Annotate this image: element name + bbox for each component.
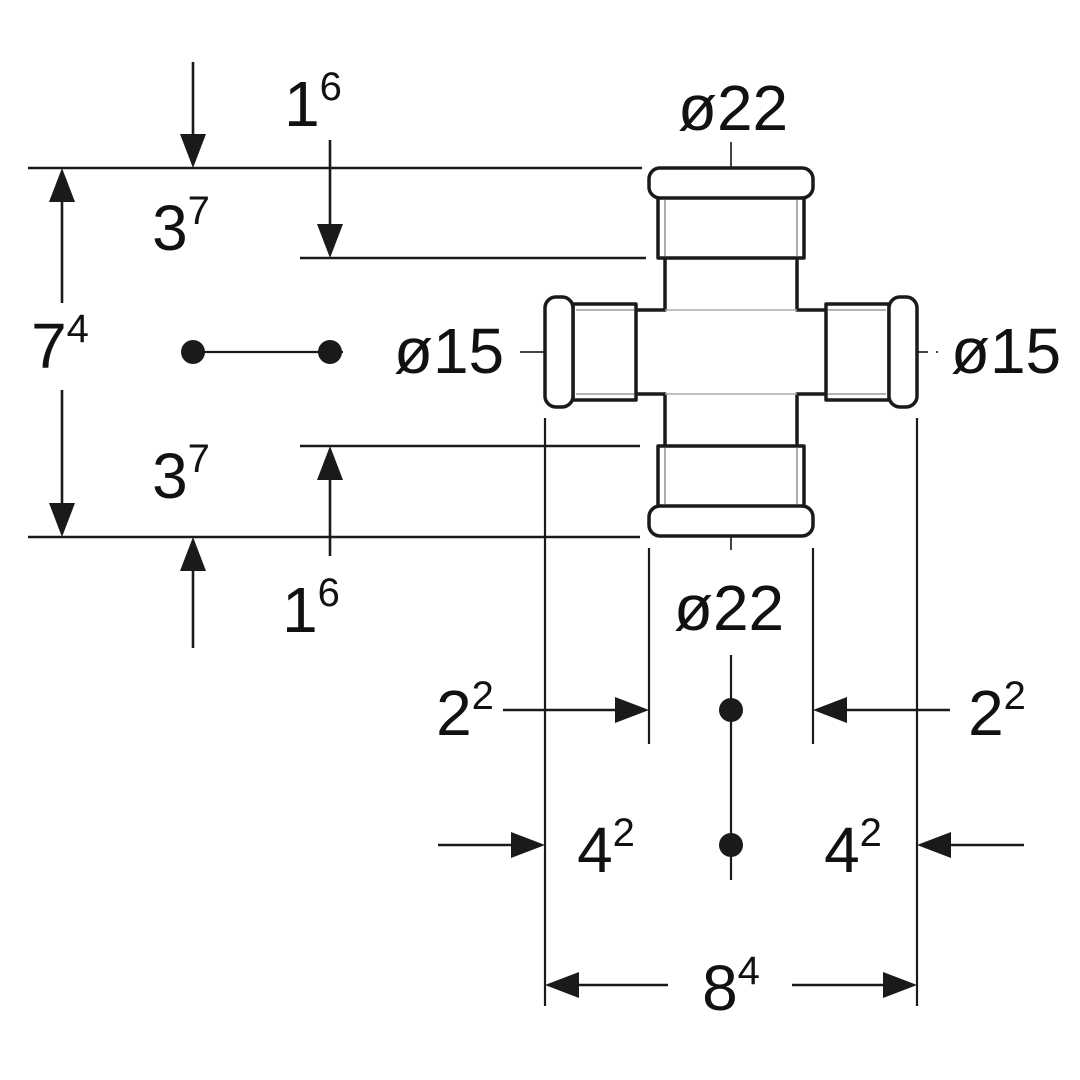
- datum-dot: [719, 833, 743, 857]
- arrow-down-icon: [317, 224, 343, 258]
- right-press-bead: [887, 295, 919, 409]
- dim-bottom-offset: 16: [282, 446, 343, 646]
- dim-lower-half: 37: [152, 437, 210, 648]
- arrow-up-icon: [180, 537, 206, 571]
- datum-dots: [181, 340, 743, 857]
- arrow-up-icon: [49, 168, 75, 202]
- dim-label-right-half: 42: [824, 811, 882, 886]
- dim-overall-height: 74: [31, 168, 89, 537]
- arrow-left-icon: [545, 972, 579, 998]
- right-socket: [824, 302, 891, 402]
- datum-dot: [318, 340, 342, 364]
- dim-upper-half: 37: [152, 62, 210, 264]
- label-dia-right: ø15: [951, 315, 1061, 387]
- dim-half-widths: 42 42: [438, 811, 1024, 886]
- dim-top-offset: 16: [284, 65, 343, 258]
- label-dia-left: ø15: [394, 315, 504, 387]
- top-press-bead: [647, 166, 815, 200]
- dim-label-overall-width: 84: [702, 949, 760, 1024]
- arrow-up-icon: [317, 446, 343, 480]
- bottom-socket: [656, 444, 806, 510]
- datum-dot: [181, 340, 205, 364]
- arrow-left-icon: [813, 697, 847, 723]
- dim-label-overall-height: 74: [31, 307, 89, 382]
- dim-label-right-end: 22: [968, 674, 1026, 749]
- dim-label-upper-half: 37: [152, 189, 210, 264]
- dim-label-left-half: 42: [577, 811, 635, 886]
- dimension-lines: [28, 166, 919, 1006]
- dim-label-left-end: 22: [436, 674, 494, 749]
- dim-overall-width: 84: [545, 949, 917, 1024]
- arrow-down-icon: [180, 134, 206, 168]
- dim-label-bottom-offset: 16: [282, 571, 340, 646]
- left-socket: [571, 302, 638, 402]
- label-dia-top: ø22: [678, 72, 788, 144]
- bottom-press-bead: [647, 504, 815, 538]
- dim-end-offsets: 22 22: [436, 674, 1026, 749]
- top-socket: [656, 194, 806, 260]
- dim-label-top-offset: 16: [284, 65, 342, 140]
- datum-dot: [719, 698, 743, 722]
- left-press-bead: [543, 295, 575, 409]
- diameter-labels: ø22 ø22 ø15 ø15: [394, 72, 1061, 644]
- label-dia-bottom: ø22: [674, 572, 784, 644]
- interior-wall-lines: [576, 200, 886, 504]
- cross-fitting-body: [543, 166, 919, 538]
- arrow-left-icon: [917, 832, 951, 858]
- dim-label-lower-half: 37: [152, 437, 210, 512]
- centerlines: [183, 142, 938, 880]
- arrow-down-icon: [49, 503, 75, 537]
- arrow-right-icon: [883, 972, 917, 998]
- arrow-right-icon: [511, 832, 545, 858]
- arrow-right-icon: [615, 697, 649, 723]
